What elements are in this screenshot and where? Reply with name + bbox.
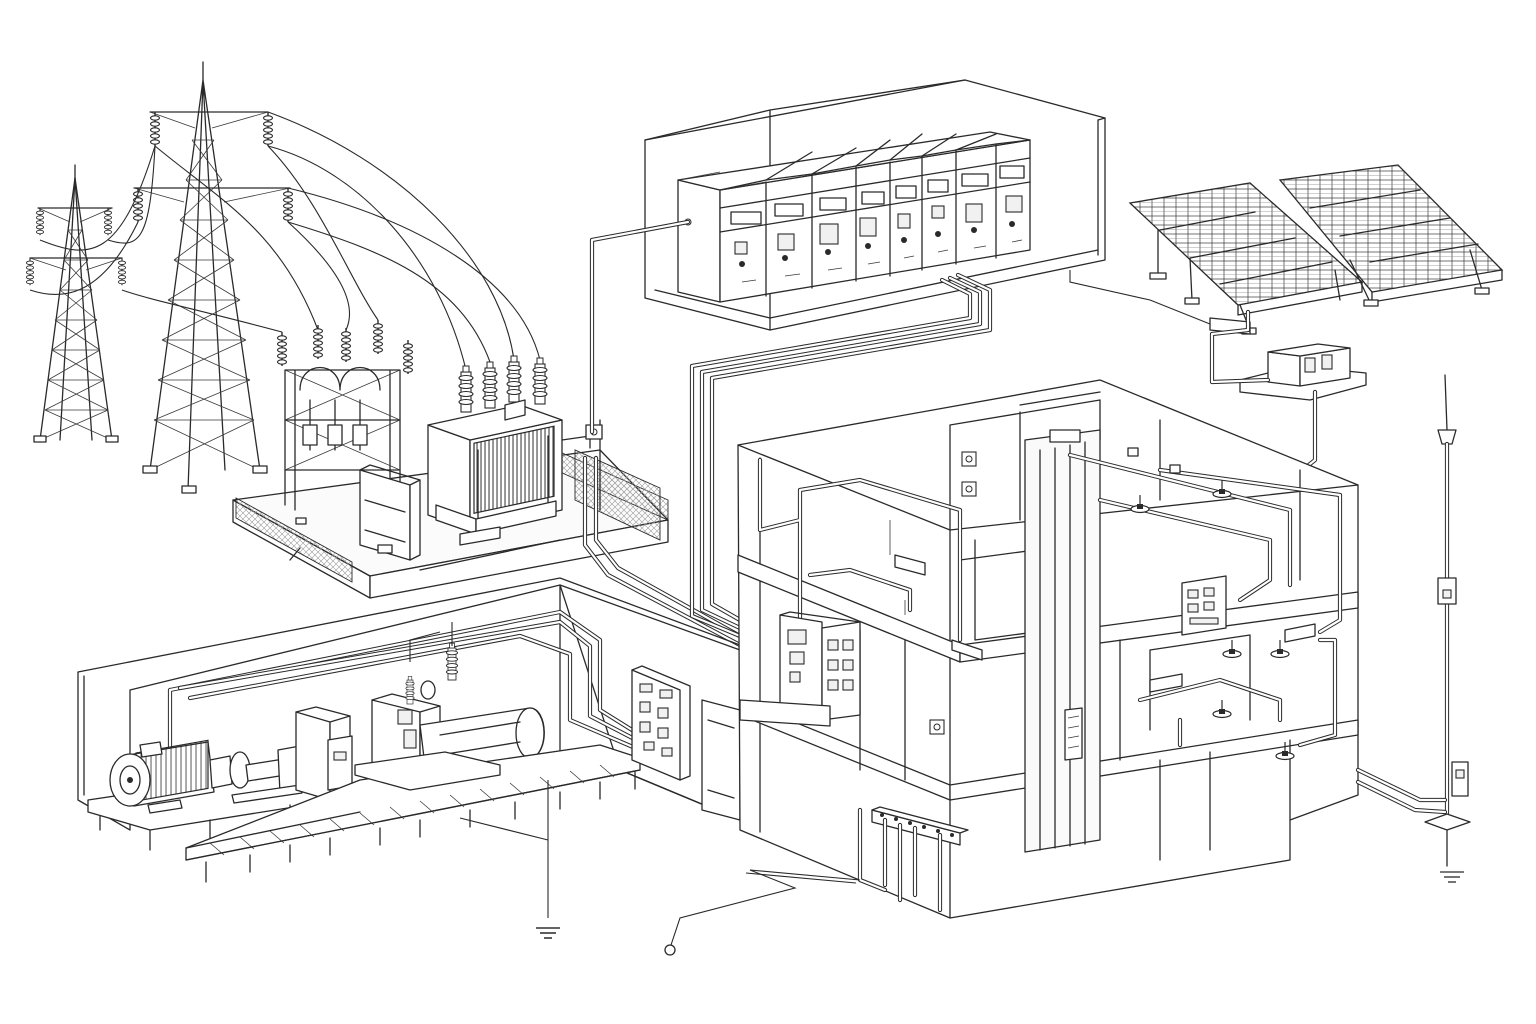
floor-cable-tray [185, 744, 641, 883]
solar-panel-icon [1128, 164, 1504, 335]
switchgear-icon [677, 131, 1031, 303]
generator-room [77, 577, 741, 939]
switchgear-lineup [677, 131, 1031, 303]
circuit-breaker-frame [359, 464, 421, 561]
transmission-tower-small [25, 164, 127, 443]
floor-distribution-board [1181, 575, 1227, 636]
transmission-tower-large [132, 61, 294, 494]
building-switchboard [739, 611, 861, 727]
earthing-busbar [664, 806, 969, 956]
solar-array [1128, 164, 1504, 335]
transformer-icon [427, 355, 603, 546]
wall-outlet-icon [961, 451, 977, 467]
generator-control-panels [631, 665, 741, 821]
feeder-cable-trunk [689, 272, 993, 639]
power-transformer [427, 355, 603, 546]
transmission-tower-icon [132, 61, 294, 494]
lightning-rod-icon [1355, 374, 1471, 883]
lightning-rod [1355, 374, 1471, 883]
building-distribution [664, 379, 1359, 956]
wall-outlet-icon [929, 719, 945, 735]
overhead-conductors [29, 111, 541, 371]
inverter-icon [1209, 317, 1367, 401]
ground-electrode [535, 927, 561, 939]
wall-outlet-icon [961, 481, 977, 497]
switchgear-room [589, 79, 1106, 435]
ground-icon [535, 927, 561, 939]
building-icon [737, 379, 1359, 919]
substation-bus-structure [276, 319, 414, 535]
transmission-tower-icon [25, 164, 127, 443]
vertical-riser-shaft [1024, 429, 1101, 853]
substation-yard [232, 319, 743, 648]
